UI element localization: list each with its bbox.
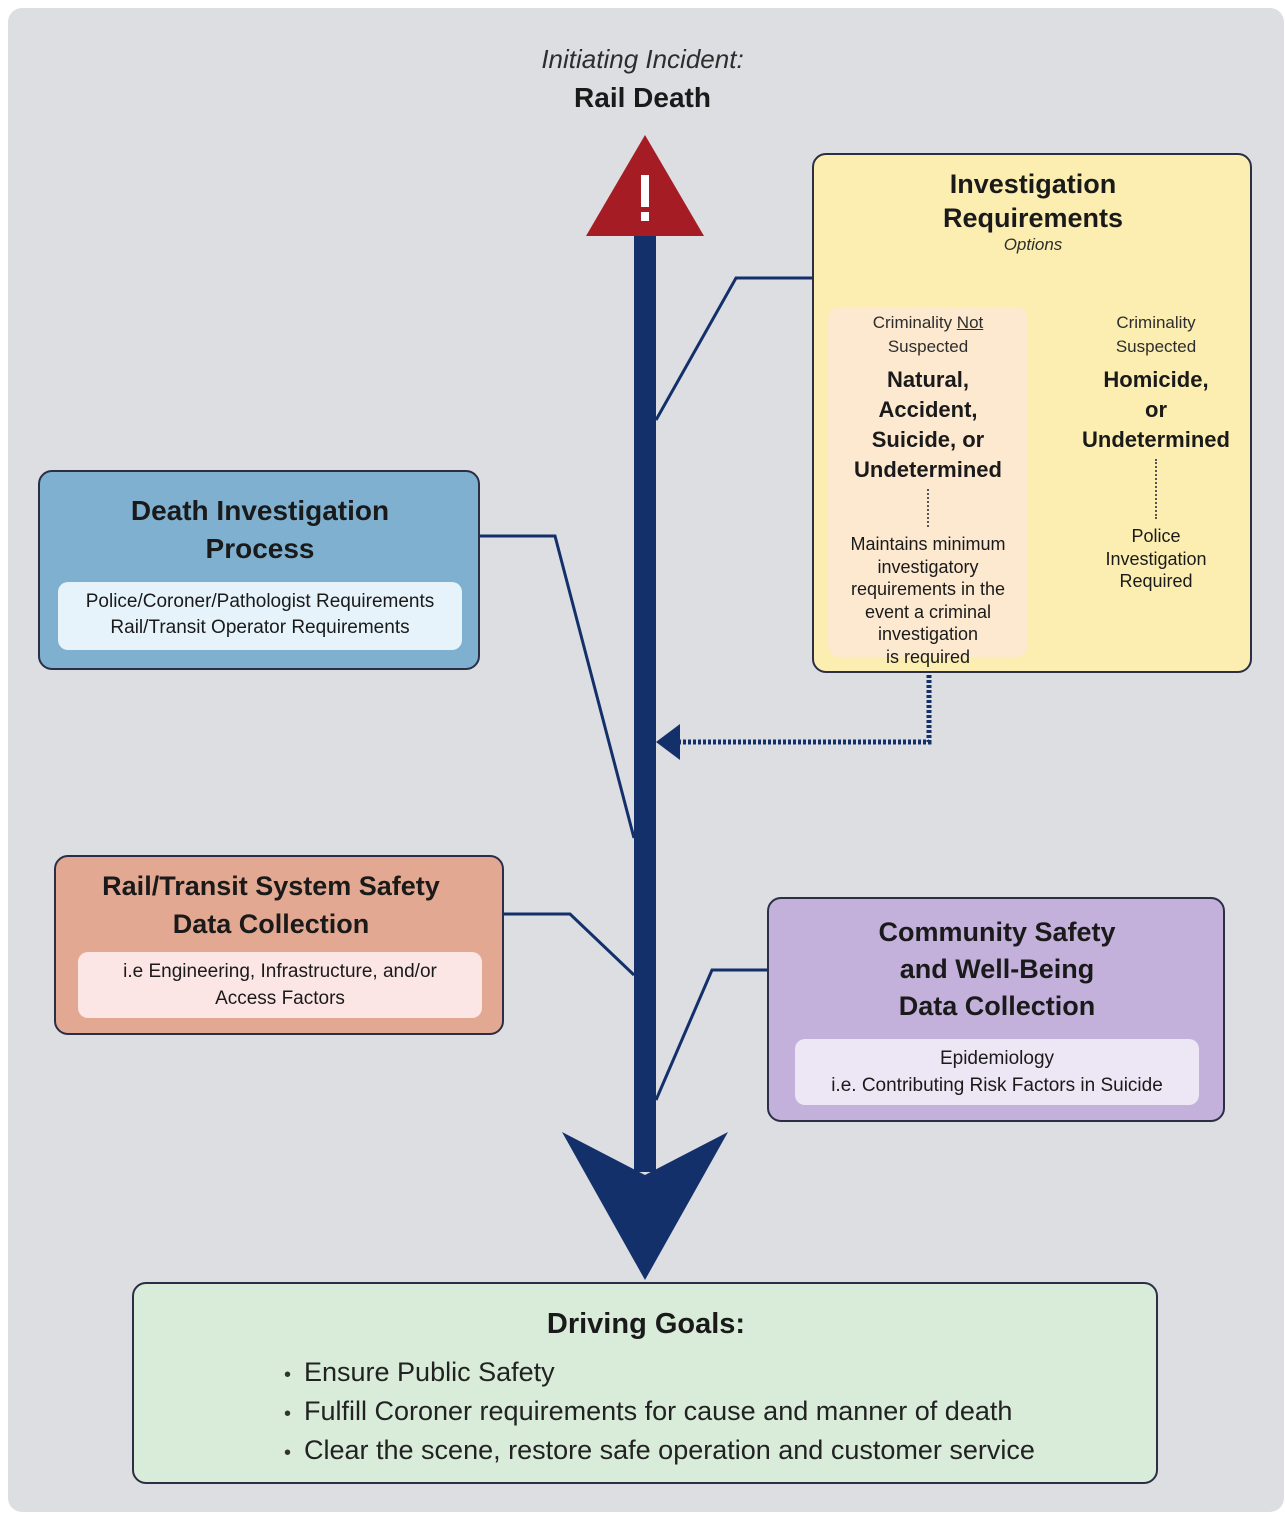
label-part: Criminality [872, 313, 957, 332]
desc-line: Investigation [1105, 548, 1207, 569]
title-line: Death Investigation [130, 495, 390, 526]
option-small-label: Criminality Not [828, 311, 1028, 335]
timeline-arrowhead [562, 1132, 728, 1280]
outcome-line: Homicide, [1103, 367, 1209, 392]
title-line: Community Safety [878, 917, 1116, 947]
community-safety-box: Community Safety and Well-Being Data Col… [767, 897, 1225, 1122]
community-safety-details: Epidemiology i.e. Contributing Risk Fact… [795, 1039, 1199, 1105]
option-criminality-suspected: Criminality Suspected Homicide, or Undet… [1062, 307, 1250, 657]
warning-triangle-icon [586, 135, 704, 236]
option-small-label: Suspected [1115, 337, 1197, 356]
option-outcomes: Homicide, or Undetermined [1062, 365, 1250, 455]
rail-transit-title: Rail/Transit System Safety Data Collecti… [56, 867, 486, 943]
options-label: Options [1003, 235, 1063, 254]
outcome-line: Natural, [887, 367, 969, 392]
driving-goals-title: Driving Goals: [546, 1308, 746, 1340]
feedback-arrowhead [656, 724, 680, 760]
title-line: Requirements [942, 203, 1124, 233]
desc-line: is required [885, 646, 971, 667]
title-line: and Well-Being [899, 954, 1095, 984]
driving-goals-list: • Ensure Public Safety • Fulfill Coroner r… [284, 1354, 1035, 1471]
goal-text: Clear the scene, restore safe operation … [304, 1435, 1035, 1465]
outcome-line: Suicide, or [871, 427, 985, 452]
option-small-label: Suspected [887, 337, 969, 356]
title-line: Data Collection [172, 909, 370, 939]
initiating-incident-label: Initiating Incident: [541, 44, 744, 74]
timeline-shaft [634, 232, 656, 1172]
desc-line: investigatory [877, 556, 979, 577]
detail-line: i.e Engineering, Infrastructure, and/or [123, 961, 437, 982]
option-outcomes: Natural, Accident, Suicide, or Undetermi… [828, 365, 1028, 485]
detail-line: Epidemiology [939, 1048, 1055, 1069]
outcome-line: Accident, [878, 397, 978, 422]
detail-line: Police/Coroner/Pathologist Requirements [85, 591, 435, 612]
desc-line: requirements in the [850, 579, 1006, 599]
goal-item: • Fulfill Coroner requirements for cause … [284, 1393, 1035, 1432]
community-safety-title: Community Safety and Well-Being Data Col… [769, 914, 1225, 1025]
outcome-line: Undetermined [1082, 427, 1230, 452]
title-line: Process [205, 533, 315, 564]
outcome-line: Undetermined [854, 457, 1002, 482]
title-line: Data Collection [898, 991, 1096, 1021]
feedback-dotted-connector [680, 675, 932, 745]
dotted-divider [1155, 459, 1157, 519]
detail-line: Rail/Transit Operator Requirements [110, 617, 410, 638]
bullet-icon: • [284, 1442, 292, 1464]
dotted-divider [927, 489, 929, 527]
desc-line: Police [1131, 526, 1181, 546]
option-small-label: Criminality [1116, 313, 1196, 332]
goal-item: • Ensure Public Safety [284, 1354, 1035, 1393]
investigation-requirements-box: Investigation Requirements Options Crimi… [812, 153, 1252, 673]
label-part-underlined: Not [956, 313, 984, 332]
option-description: Police Investigation Required [1062, 525, 1250, 593]
desc-line: event a criminal [864, 601, 992, 622]
outcome-line: or [1145, 397, 1167, 422]
title-line: Rail/Transit System Safety [102, 871, 440, 901]
goal-item: • Clear the scene, restore safe operation… [284, 1432, 1035, 1471]
detail-line: i.e. Contributing Risk Factors in Suicid… [831, 1075, 1163, 1096]
death-investigation-title: Death Investigation Process [40, 492, 480, 568]
desc-line: Maintains minimum [850, 534, 1006, 554]
death-investigation-box: Death Investigation Process Police/Coron… [38, 470, 480, 670]
desc-line: investigation [877, 624, 979, 644]
rail-transit-details: i.e Engineering, Infrastructure, and/or … [78, 952, 482, 1018]
title-line: Investigation [949, 169, 1117, 199]
desc-line: Required [1119, 571, 1193, 591]
initiating-incident-title: Rail Death [574, 82, 711, 113]
goal-text: Ensure Public Safety [304, 1357, 555, 1387]
goal-text: Fulfill Coroner requirements for cause a… [304, 1396, 1013, 1426]
death-investigation-details: Police/Coroner/Pathologist Requirements … [58, 582, 462, 650]
detail-line: Access Factors [215, 988, 345, 1009]
investigation-requirements-title: Investigation Requirements [814, 167, 1252, 235]
driving-goals-box: Driving Goals: • Ensure Public Safety • Fu… [132, 1282, 1158, 1484]
option-description: Maintains minimum investigatory requirem… [828, 533, 1028, 668]
bullet-icon: • [284, 1403, 292, 1425]
option-criminality-not-suspected: Criminality Not Suspected Natural, Accid… [828, 307, 1028, 667]
rail-transit-safety-box: Rail/Transit System Safety Data Collecti… [54, 855, 504, 1035]
bullet-icon: • [284, 1364, 292, 1386]
